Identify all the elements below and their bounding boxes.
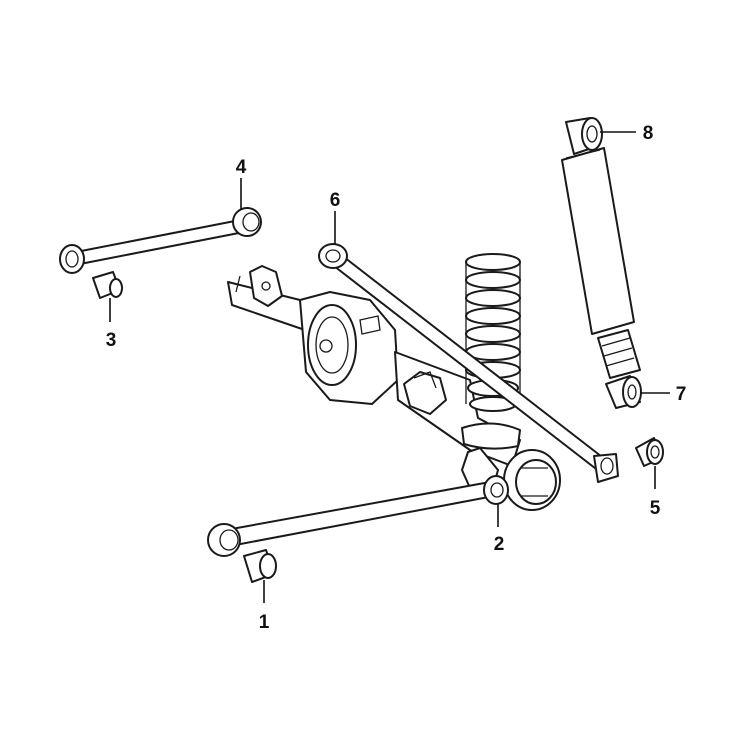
lower-control-arm-2 (207, 475, 509, 557)
upper-control-arm-4 (59, 207, 262, 274)
bushing-5 (635, 437, 664, 467)
upper-control-arm-6 (318, 243, 619, 483)
callout-3: 3 (106, 330, 117, 351)
callout-1: 1 (259, 612, 270, 633)
leader-lines (109, 131, 670, 603)
bushing-1 (243, 549, 277, 583)
callout-4: 4 (236, 157, 247, 178)
callout-8: 8 (643, 123, 654, 144)
coil-spring (465, 253, 521, 412)
callout-2: 2 (494, 534, 505, 555)
shock-absorber (561, 117, 642, 409)
bushing-3 (92, 271, 123, 299)
callout-7: 7 (676, 384, 687, 405)
callout-5: 5 (650, 498, 661, 519)
callout-6: 6 (330, 190, 341, 211)
